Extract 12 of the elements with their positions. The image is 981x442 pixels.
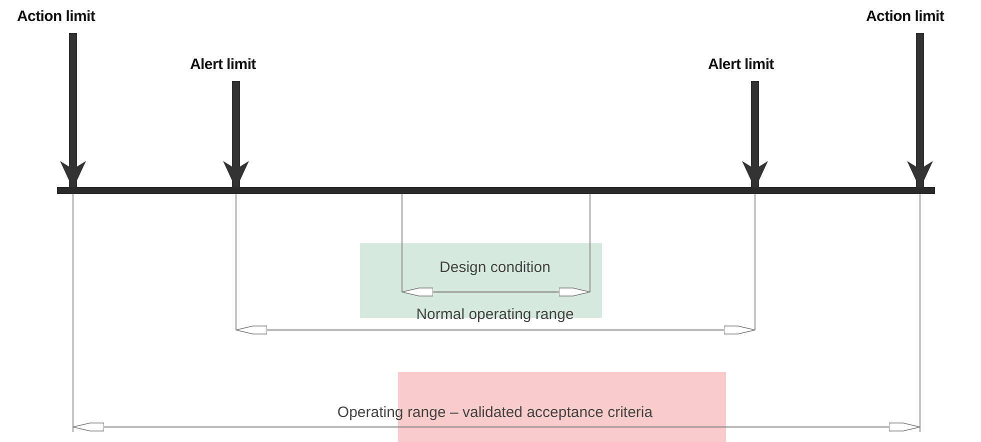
limit-label: Action limit [17, 8, 96, 25]
scale-bar [57, 187, 935, 194]
arrow [60, 33, 86, 189]
arrow [223, 81, 249, 189]
dimension-label: Normal operating range [416, 306, 574, 323]
limit-label: Alert limit [190, 56, 256, 73]
arrow [907, 33, 933, 189]
arrow [742, 81, 768, 189]
limit-label: Action limit [866, 8, 944, 25]
dimension-label: Operating range – validated acceptance criteria [337, 404, 653, 421]
dimension-label: Design condition [440, 259, 550, 276]
limit-label: Alert limit [708, 56, 774, 73]
